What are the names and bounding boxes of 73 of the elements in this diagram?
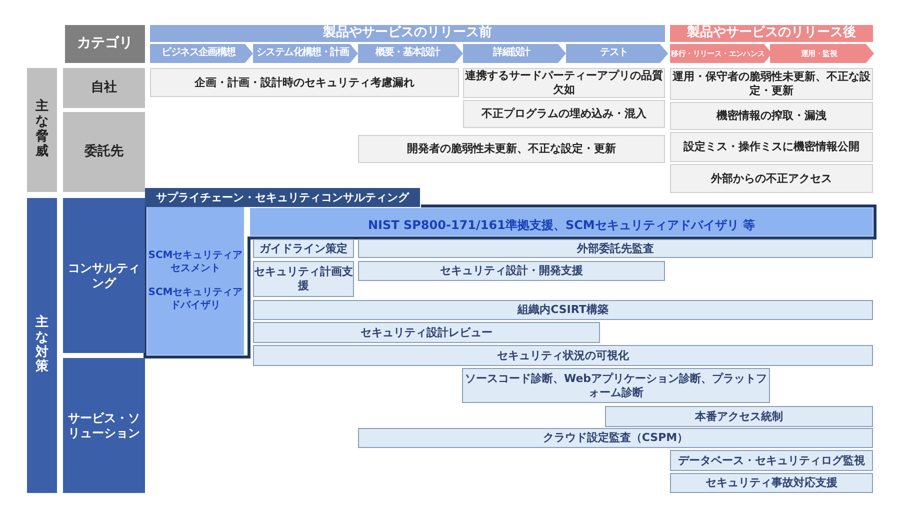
threat-box bbox=[670, 102, 873, 130]
service-label: セキュリティ計画支援 bbox=[254, 265, 353, 293]
threat-label: 外部からの不正アクセス bbox=[711, 172, 832, 186]
service-bar bbox=[358, 239, 873, 258]
threat-box bbox=[670, 132, 873, 162]
threat-label: 機密情報の搾取・漏洩 bbox=[716, 109, 826, 123]
service-label: 外部委託先監査 bbox=[577, 242, 654, 256]
row-label: コンサルティング bbox=[67, 260, 141, 290]
process-step bbox=[670, 44, 772, 63]
phase-band bbox=[150, 25, 665, 42]
service-bar bbox=[250, 208, 873, 236]
row-header bbox=[63, 198, 145, 353]
row-group-header bbox=[27, 198, 57, 493]
process-step bbox=[566, 44, 668, 63]
group-header-tab bbox=[145, 188, 420, 207]
service-bar bbox=[358, 428, 873, 448]
row-header bbox=[63, 68, 145, 108]
service-bar bbox=[605, 406, 873, 427]
service-label: クラウド設定監査（CSPM） bbox=[542, 431, 688, 445]
row-group-header bbox=[27, 68, 57, 192]
group-label: 主な対策 bbox=[34, 316, 50, 376]
phase-label: 詳細設計 bbox=[493, 47, 532, 60]
phase-label: 概要・基本設計 bbox=[375, 47, 442, 60]
process-step bbox=[770, 44, 874, 63]
band-label: 製品やサービスのリリース後 bbox=[687, 25, 856, 42]
phase-label: システム化構想・計画 bbox=[256, 47, 350, 60]
service-bar bbox=[253, 345, 873, 366]
service-bar bbox=[253, 322, 600, 343]
service-bar bbox=[253, 300, 873, 320]
service-label: セキュリティ設計レビュー bbox=[360, 326, 492, 340]
row-label: 自社 bbox=[91, 80, 117, 96]
phase-band bbox=[670, 25, 873, 42]
service-label: SCMセキュリティアドバイザリ bbox=[147, 287, 244, 312]
phase-label: テスト bbox=[600, 47, 629, 60]
threat-label: 設定ミス・操作ミスに機密情報公開 bbox=[684, 140, 860, 154]
service-box bbox=[147, 207, 244, 355]
threat-label: 不正プログラムの埋め込み・混入 bbox=[482, 107, 646, 121]
service-label: ソースコード診断、Webアプリケーション診断、プラットフォーム診断 bbox=[464, 372, 768, 400]
threat-label: 開発者の脆弱性未更新、不正な設定・更新 bbox=[407, 142, 616, 156]
service-label: 組織内CSIRT構築 bbox=[518, 303, 608, 317]
service-label: データベース・セキュリティログ監視 bbox=[678, 454, 865, 468]
process-step bbox=[463, 44, 566, 63]
row-label: サービス・ソリューション bbox=[67, 410, 141, 440]
row-label: 委託先 bbox=[84, 144, 124, 160]
threat-box bbox=[358, 135, 665, 163]
threat-box bbox=[463, 100, 665, 128]
threat-box bbox=[150, 68, 459, 97]
threat-label: 運用・保守者の脆弱性未更新、不正な設定・更新 bbox=[672, 70, 872, 98]
service-bar bbox=[670, 450, 873, 471]
threat-box bbox=[670, 164, 873, 193]
service-label: ガイドライン策定 bbox=[260, 242, 348, 256]
header-label: カテゴリ bbox=[77, 35, 133, 53]
tab-label: サプライチェーン・セキュリティコンサルティング bbox=[156, 190, 409, 204]
service-label: NIST SP800-171/161準拠支援、SCMセキュリティアドバイザリ 等 bbox=[368, 218, 756, 232]
row-header bbox=[63, 358, 145, 493]
service-bar bbox=[358, 261, 665, 281]
process-step bbox=[358, 44, 463, 63]
service-label: セキュリティ状況の可視化 bbox=[497, 348, 629, 362]
process-step bbox=[150, 44, 253, 63]
service-bar bbox=[253, 239, 354, 258]
category-header bbox=[65, 25, 145, 63]
threat-label: 企画・計画・設計時のセキュリティ考慮漏れ bbox=[194, 76, 414, 90]
service-label: 本番アクセス統制 bbox=[695, 410, 783, 424]
group-label: 主な脅威 bbox=[34, 100, 50, 160]
row-header bbox=[63, 112, 145, 192]
phase-label: ビジネス企画構想 bbox=[162, 47, 237, 60]
service-label: SCMセキュリティアセスメント bbox=[147, 250, 244, 275]
process-step bbox=[253, 44, 358, 63]
service-label: セキュリティ設計・開発支援 bbox=[440, 264, 583, 278]
service-bar bbox=[670, 473, 873, 493]
threat-label: 連携するサードパーティーアプリの品質欠如 bbox=[464, 69, 664, 97]
service-label: セキュリティ事故対応支援 bbox=[706, 476, 838, 490]
band-label: 製品やサービスのリリース前 bbox=[323, 25, 492, 42]
